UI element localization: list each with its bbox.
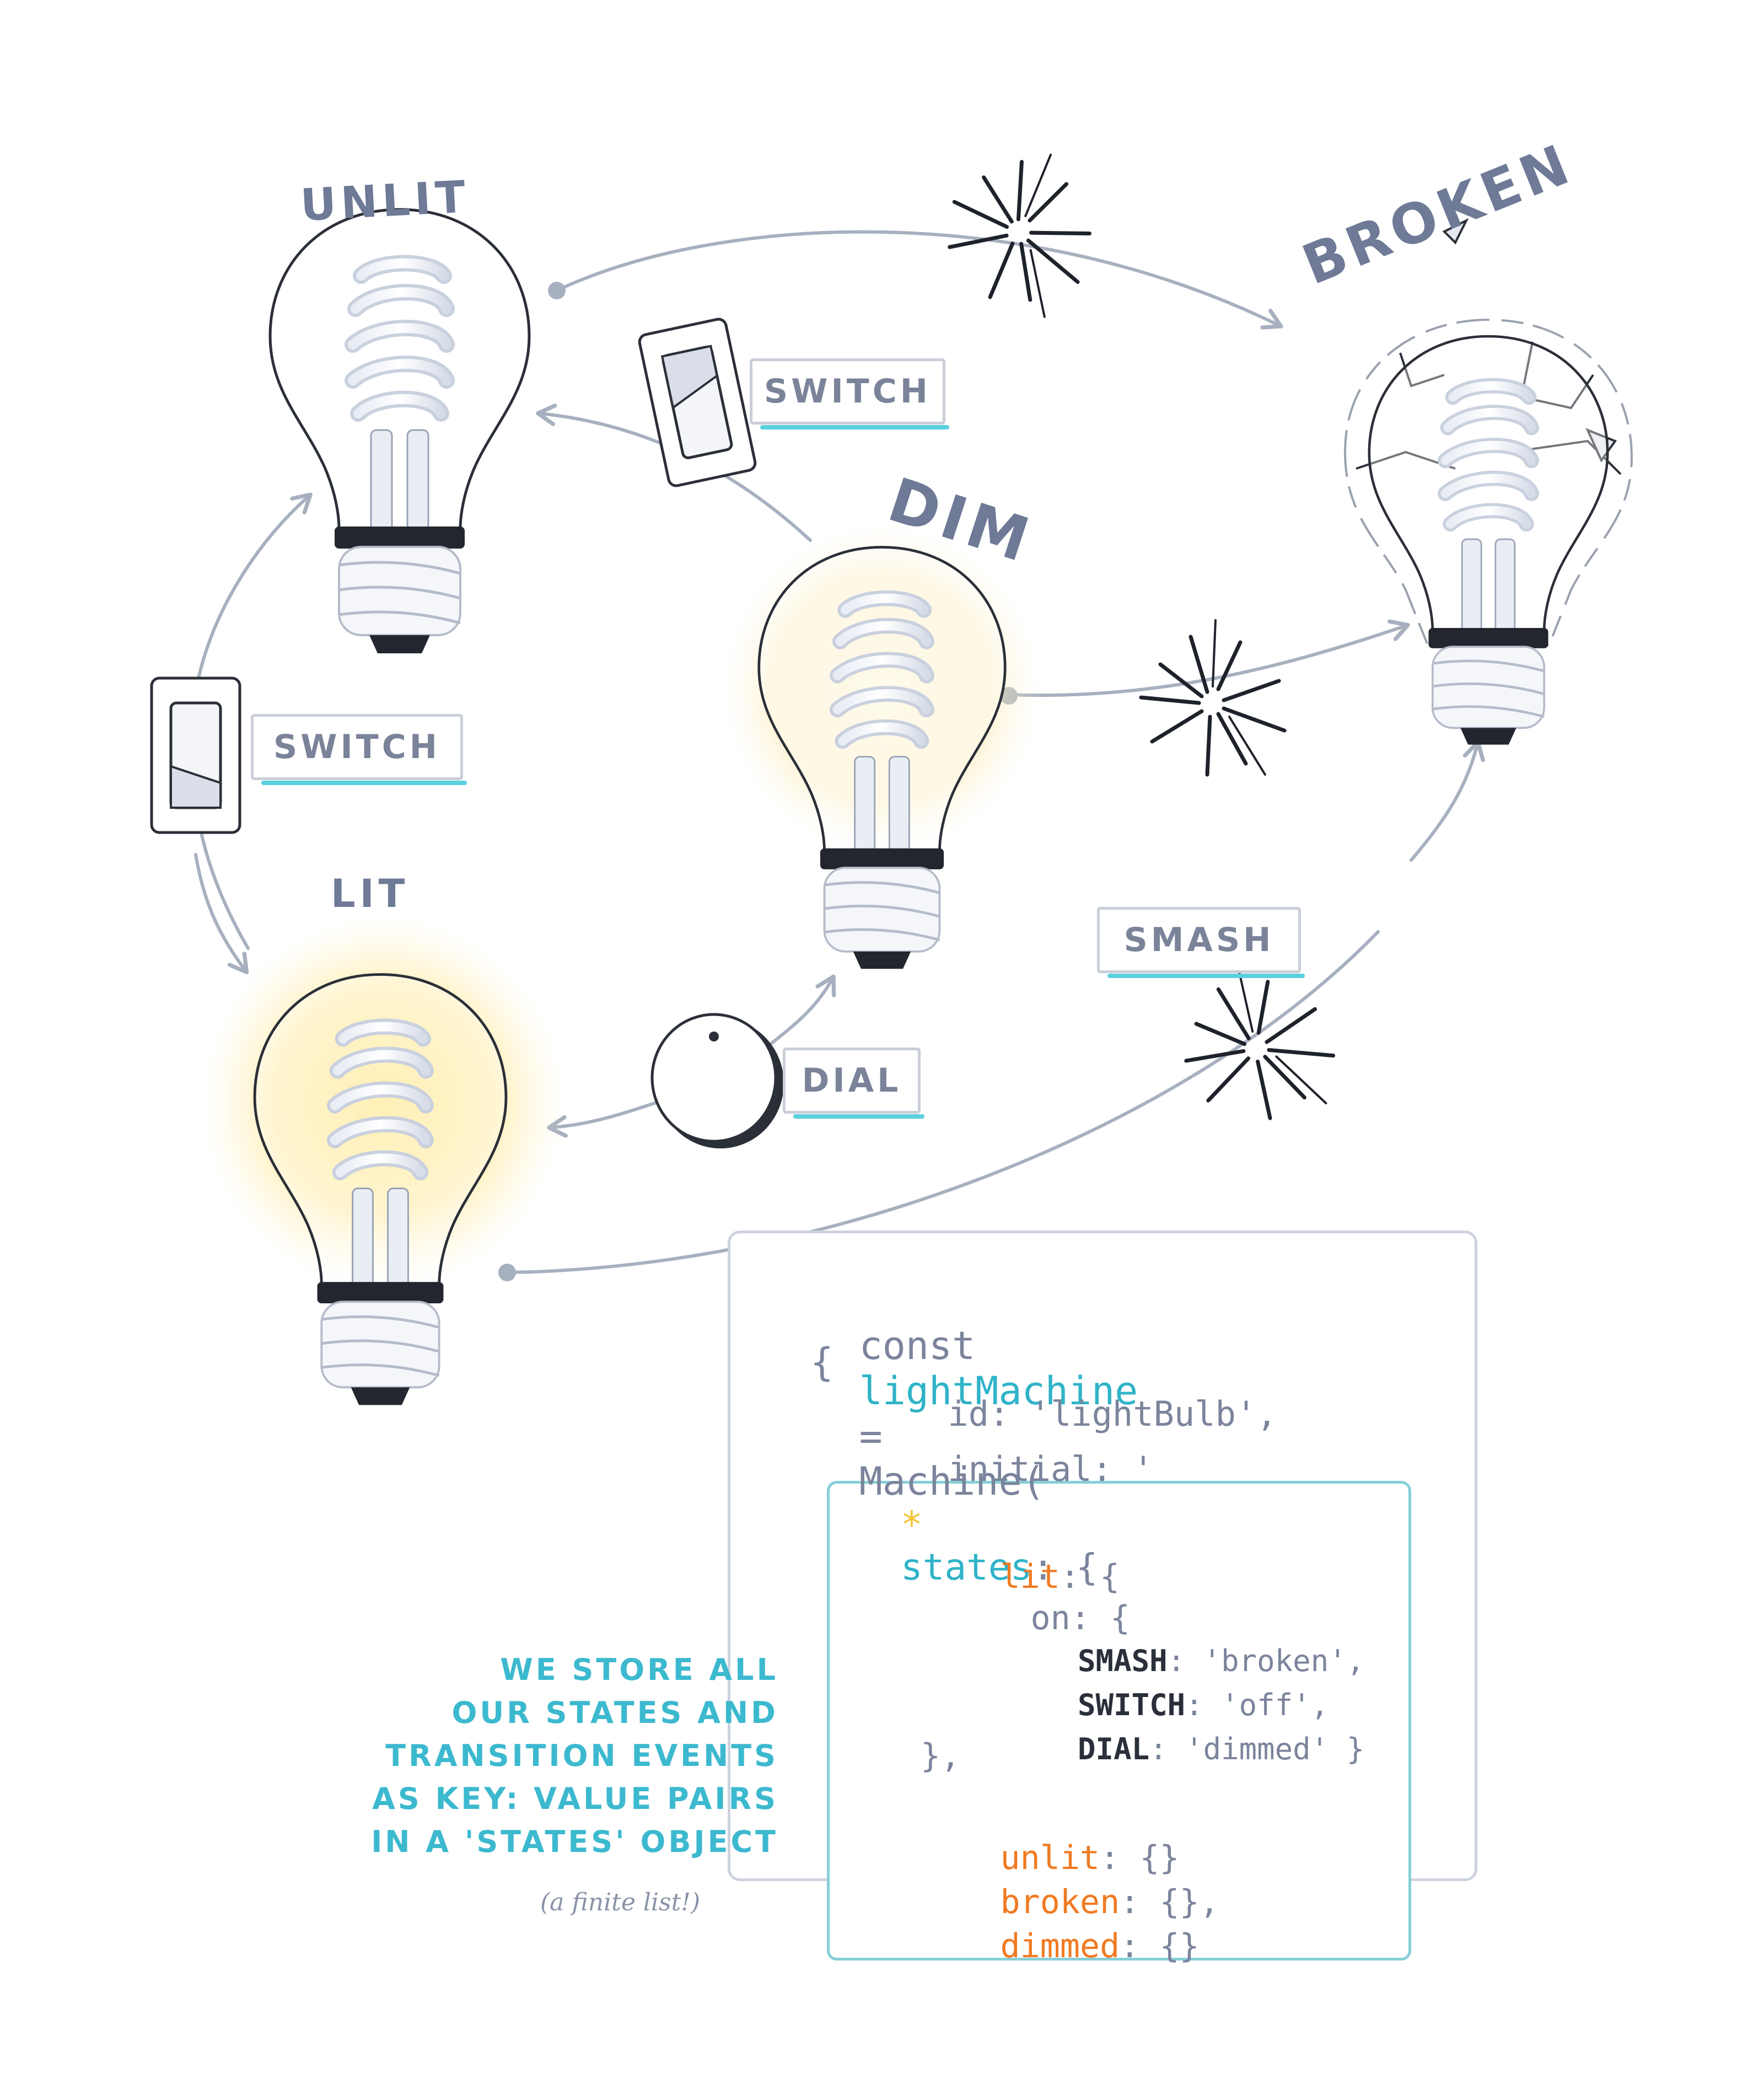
code-initial-value: : ' (1091, 1449, 1154, 1489)
code-equals: = (859, 1414, 883, 1459)
state-label-lit: LIT (331, 871, 410, 916)
star-icon: * (900, 1503, 923, 1546)
code-dimmed-key: dimmed (1000, 1927, 1120, 1965)
code-switch-key: SWITCH (1078, 1688, 1186, 1722)
code-on-line: on: { (951, 1560, 1131, 1676)
state-label-unlit: UNLIT (299, 171, 471, 231)
smash-burst-icon (928, 130, 1115, 324)
code-line-1: const lightMachine = Machine( (766, 1278, 1138, 1549)
code-dial-key: DIAL (1078, 1732, 1150, 1766)
code-on-key: on (1030, 1599, 1071, 1637)
arrow-lit-to-unlit-side (197, 492, 313, 680)
code-broken-line: broken: {}, (921, 1844, 1219, 1960)
note-aside: (a finite list!) (540, 1888, 701, 1916)
code-dimmed-line: dimmed: {} (921, 1888, 1200, 2004)
code-lit-open: : { (1060, 1558, 1120, 1596)
arrow-switch-to-lit (194, 853, 249, 975)
code-const: const (859, 1323, 976, 1368)
event-switch-left: SWITCH (251, 714, 467, 785)
event-switch-top: SWITCH (750, 358, 949, 429)
code-id-key: id (948, 1394, 989, 1434)
code-id-line: id: 'lightBulb', (865, 1354, 1277, 1474)
states-card (827, 1481, 1411, 1961)
lit-bulb-icon (255, 975, 506, 1405)
note-line: AS KEY: VALUE PAIRS (372, 1781, 778, 1816)
code-states-key: states (900, 1546, 1032, 1588)
note-line: WE STORE ALL (500, 1652, 778, 1687)
dim-bulb-icon (759, 547, 1005, 969)
code-broken-value: : {}, (1120, 1883, 1219, 1921)
code-switch-value: : 'off', (1185, 1688, 1329, 1722)
code-states-line: * states: { (813, 1461, 1098, 1631)
code-dial-value: : 'dimmed' } (1149, 1732, 1365, 1766)
code-lit-line: lit: { (921, 1519, 1120, 1635)
unlit-bulb-icon (270, 210, 529, 653)
code-unlit-key: unlit (1000, 1839, 1100, 1877)
code-unlit-value: : {} (1100, 1839, 1180, 1877)
arrow-lit-to-broken-tip (1410, 740, 1485, 862)
dial-knob-icon (650, 1013, 784, 1148)
arrow-lit-to-broken (505, 930, 1380, 1274)
arrow-dim-to-broken (1007, 619, 1410, 697)
code-id-value: : 'lightBulb', (988, 1394, 1277, 1434)
code-states-open: : { (1032, 1546, 1098, 1588)
event-label: DIAL (802, 1061, 902, 1100)
note-line: TRANSITION EVENTS (385, 1738, 778, 1773)
event-smash: SMASH (1097, 907, 1305, 978)
event-label: SWITCH (273, 728, 440, 766)
code-broken-key: broken (1000, 1883, 1120, 1921)
arrow-unlit-to-broken (555, 230, 1283, 330)
code-smash-key: SMASH (1078, 1644, 1168, 1678)
code-smash-line: SMASH: 'broken', (1006, 1609, 1364, 1713)
code-lit-key: lit (1000, 1558, 1060, 1596)
note-line: OUR STATES AND (451, 1695, 778, 1730)
event-label: SWITCH (764, 372, 931, 411)
code-open-brace: { (810, 1340, 834, 1385)
arrow-dial-to-dim (765, 974, 836, 1049)
annotation-note: WE STORE ALL OUR STATES AND TRANSITION E… (371, 1648, 778, 1863)
wall-switch-icon (638, 318, 757, 487)
wall-switch-icon (150, 676, 241, 834)
note-line: IN A 'STATES' OBJECT (371, 1824, 778, 1859)
broken-bulb-icon (1343, 218, 1633, 745)
code-dial-line: DIAL: 'dimmed' } (1006, 1697, 1364, 1801)
code-var-name: lightMachine (859, 1368, 1138, 1414)
code-unlit-line: unlit: {} (921, 1800, 1180, 1916)
smash-burst-icon (1141, 620, 1284, 775)
code-on-open: : { (1070, 1599, 1131, 1637)
event-dial: DIAL (783, 1048, 924, 1119)
code-smash-value: : 'broken', (1167, 1644, 1365, 1678)
code-dimmed-value: : {} (1120, 1927, 1200, 1965)
arrow-dial-to-lit (547, 1101, 658, 1138)
code-initial-line: initial: ' (865, 1409, 1154, 1529)
code-machine: Machine( (859, 1459, 1045, 1504)
event-label: SMASH (1123, 921, 1274, 959)
code-initial-key: initial (948, 1449, 1092, 1489)
code-switch-line: SWITCH: 'off', (1006, 1653, 1329, 1757)
code-lit-close: }, (921, 1737, 961, 1775)
